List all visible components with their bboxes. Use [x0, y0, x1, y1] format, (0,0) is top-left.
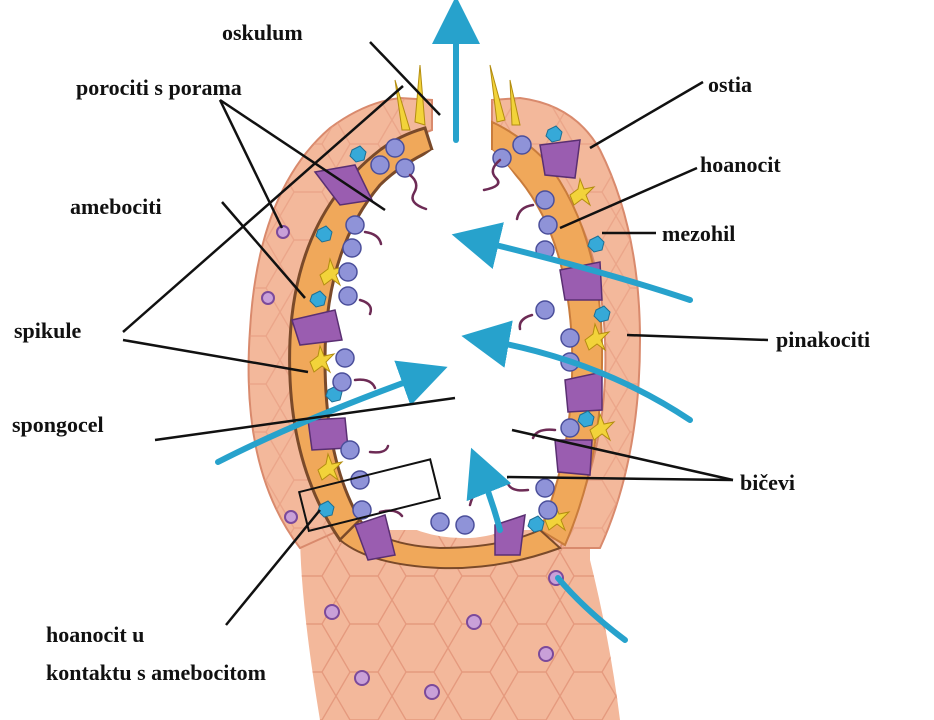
leader-pinakociti — [627, 335, 768, 340]
label-porociti: porociti s porama — [76, 75, 242, 100]
label-hoanocit-kontakt-line2: kontaktu s amebocitom — [46, 660, 266, 685]
label-pinakociti: pinakociti — [776, 327, 870, 352]
label-oskulum: oskulum — [222, 20, 303, 45]
label-spongocel: spongocel — [12, 412, 104, 437]
label-ameborciti: amebociti — [70, 194, 162, 219]
label-hoanocit-kontakt-line1: hoanocit u — [46, 622, 144, 647]
label-spikule: spikule — [14, 318, 81, 343]
label-hoanocit: hoanocit — [700, 152, 781, 177]
label-mezohil: mezohil — [662, 221, 735, 246]
leader-ostia — [590, 82, 703, 148]
label-ostia: ostia — [708, 72, 752, 97]
label-bicevi: bičevi — [740, 470, 795, 495]
spongocoel-cavity — [342, 150, 568, 538]
